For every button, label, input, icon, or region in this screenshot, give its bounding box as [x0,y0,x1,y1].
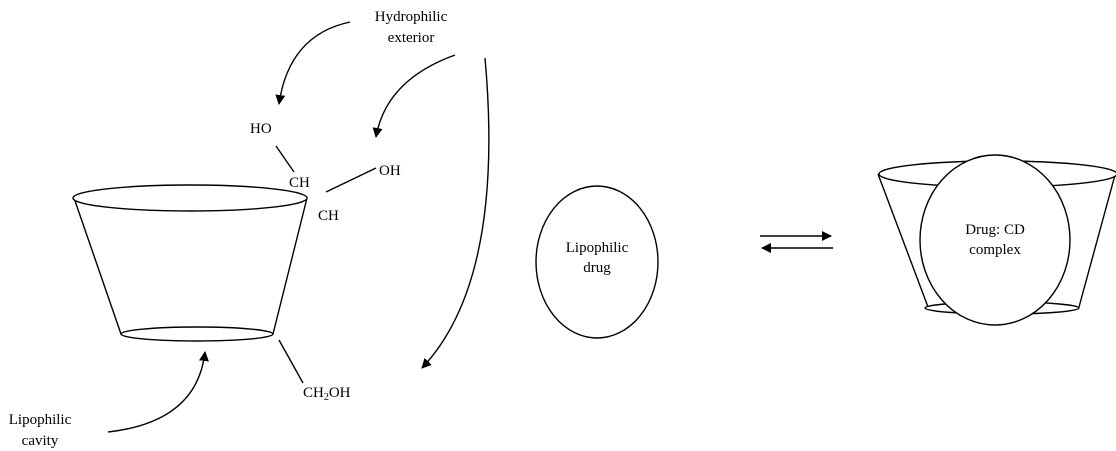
hydrophilic-arrow-long [421,57,490,369]
ch2oh-ch: CH [303,385,324,401]
ch2oh-label: CH2OH [303,385,351,403]
hydrophilic-exterior-label-2: exterior [388,30,435,46]
lipophilic-drug-label-2: drug [583,260,611,276]
complex-label-1: Drug: CD [965,222,1025,238]
lipophilic-cavity-arrow [107,351,209,433]
lipophilic-cavity-label-1: Lipophilic [9,412,72,428]
hydrophilic-arrow-left [275,21,351,105]
hydrophilic-exterior-label-1: Hydrophilic [375,9,448,25]
ho-label: HO [250,121,272,137]
ch2oh-subscript: 2 [324,392,329,403]
ch2oh-oh: OH [329,385,351,401]
hydrophilic-arrow-middle [372,54,456,138]
ch-upper-label: CH [289,175,310,191]
drug-cd-complex [877,154,1116,326]
lipophilic-drug-label-1: Lipophilic [566,240,629,256]
ch-lower-label: CH [318,208,339,224]
substituent-bonds [275,145,377,384]
complex-label-2: complex [969,242,1021,258]
lipophilic-cavity-label-2: cavity [22,433,59,449]
oh-label: OH [379,163,401,179]
lipophilic-drug-ellipse [535,185,659,339]
cyclodextrin-cone [72,184,308,342]
